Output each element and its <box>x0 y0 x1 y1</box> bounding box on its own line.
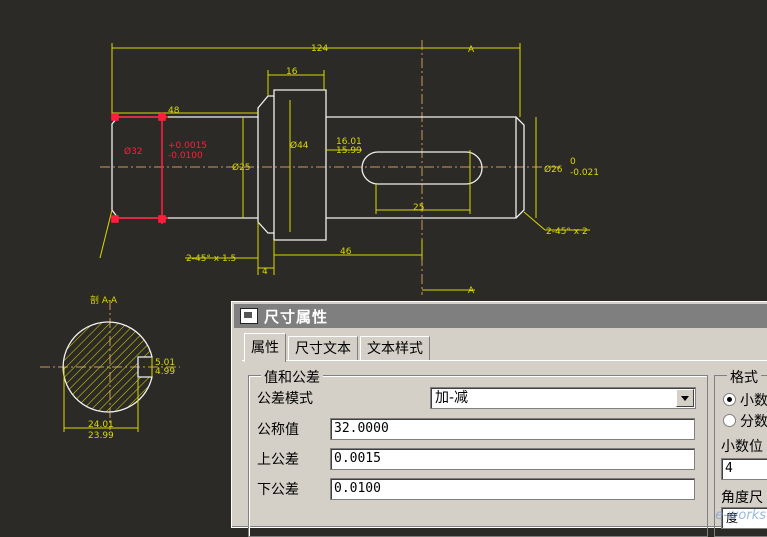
dim-right-tol-top: 0 <box>570 157 576 167</box>
selected-dimension[interactable] <box>111 112 168 224</box>
dialog-tabs: 属性 尺寸文本 文本样式 <box>244 333 432 362</box>
selected-dim-main: Ø32 <box>124 146 143 157</box>
dim-slot-tol-bottom: 15.99 <box>336 146 362 156</box>
radio-dot-selected <box>723 393 736 406</box>
decimals-label: 小数位 <box>721 439 763 455</box>
watermark-logo: e-works <box>715 508 766 523</box>
selected-tol-top: +0.0015 <box>168 141 207 151</box>
section-bottom: 4.99 <box>155 367 175 377</box>
dialog-app-icon <box>240 308 258 324</box>
dim-flange: 16 <box>286 67 298 77</box>
decimals-input[interactable]: 4 <box>721 458 767 480</box>
cad-drawing-canvas[interactable]: 124 16 48 Ø25 Ø44 46 25 16.01 15.99 Ø26 … <box>0 0 767 520</box>
format-legend: 格式 <box>727 367 761 387</box>
lower-tol-input[interactable]: 0.0100 <box>330 478 695 500</box>
selected-tol-bottom: -0.0100 <box>168 151 203 161</box>
dimension-texts: 124 16 48 Ø25 Ø44 46 25 16.01 15.99 Ø26 … <box>88 44 599 441</box>
cut-label-bottom: A <box>468 286 475 296</box>
nominal-input[interactable]: 32.0000 <box>330 418 695 440</box>
tol-mode-label: 公差模式 <box>257 391 313 407</box>
section-w-bottom: 23.99 <box>88 431 114 441</box>
format-fraction-label: 分数 <box>740 414 767 430</box>
tol-mode-select[interactable]: 加-减 <box>430 387 696 409</box>
dim-right-tol-bottom: -0.021 <box>570 168 599 178</box>
value-tolerance-group: 值和公差 公差模式 加-减 公称值 32.0000 上公差 0.0015 下公差… <box>248 367 708 537</box>
tab-dimension-text[interactable]: 尺寸文本 <box>288 336 358 361</box>
angle-label: 角度尺 <box>721 490 763 506</box>
dim-right-length: 46 <box>340 247 352 257</box>
dim-small-4: 4 <box>262 267 268 277</box>
section-label: 剖 A-A <box>90 294 118 306</box>
dim-slot-tol-top: 16.01 <box>336 137 362 147</box>
dim-overall: 124 <box>311 44 328 54</box>
dialog-titlebar[interactable]: 尺寸属性 <box>234 304 767 328</box>
section-view <box>62 321 153 432</box>
value-tolerance-legend: 值和公差 <box>261 367 323 387</box>
dialog-title: 尺寸属性 <box>264 307 329 326</box>
lower-tol-label: 下公差 <box>257 482 299 498</box>
upper-tol-label: 上公差 <box>257 452 299 468</box>
dim-left-dia: Ø25 <box>232 162 251 173</box>
radio-dot <box>723 414 736 427</box>
format-decimal-radio[interactable]: 小数 <box>723 390 767 410</box>
dim-chamfer-left: 2-45° x 1.5 <box>186 254 236 264</box>
section-top: 5.01 <box>155 358 175 368</box>
selected-dim-texts: Ø32 +0.0015 -0.0100 <box>124 141 207 161</box>
dim-chamfer-right: 2-45° x 2 <box>546 227 588 237</box>
chevron-down-icon[interactable] <box>676 389 694 407</box>
dim-slot-width: 25 <box>413 203 424 213</box>
dim-right-dia: Ø26 <box>544 164 563 175</box>
section-w-top: 24.01 <box>88 420 114 430</box>
format-fraction-radio[interactable]: 分数 <box>723 411 767 431</box>
dimension-properties-dialog[interactable]: 尺寸属性 属性 尺寸文本 文本样式 值和公差 公差模式 加-减 公称值 32.0… <box>231 301 767 537</box>
dim-flange-dia: Ø44 <box>290 140 309 151</box>
upper-tol-input[interactable]: 0.0015 <box>330 448 695 470</box>
tab-properties[interactable]: 属性 <box>244 333 286 362</box>
format-decimal-label: 小数 <box>740 393 767 409</box>
tab-panel: 值和公差 公差模式 加-减 公称值 32.0000 上公差 0.0015 下公差… <box>242 360 767 537</box>
nominal-label: 公称值 <box>257 422 299 438</box>
tab-text-style[interactable]: 文本样式 <box>360 336 430 361</box>
cut-label-top: A <box>468 45 475 55</box>
dim-left-length: 48 <box>168 106 180 116</box>
dimension-lines <box>99 43 590 291</box>
tol-mode-value: 加-减 <box>435 390 469 406</box>
